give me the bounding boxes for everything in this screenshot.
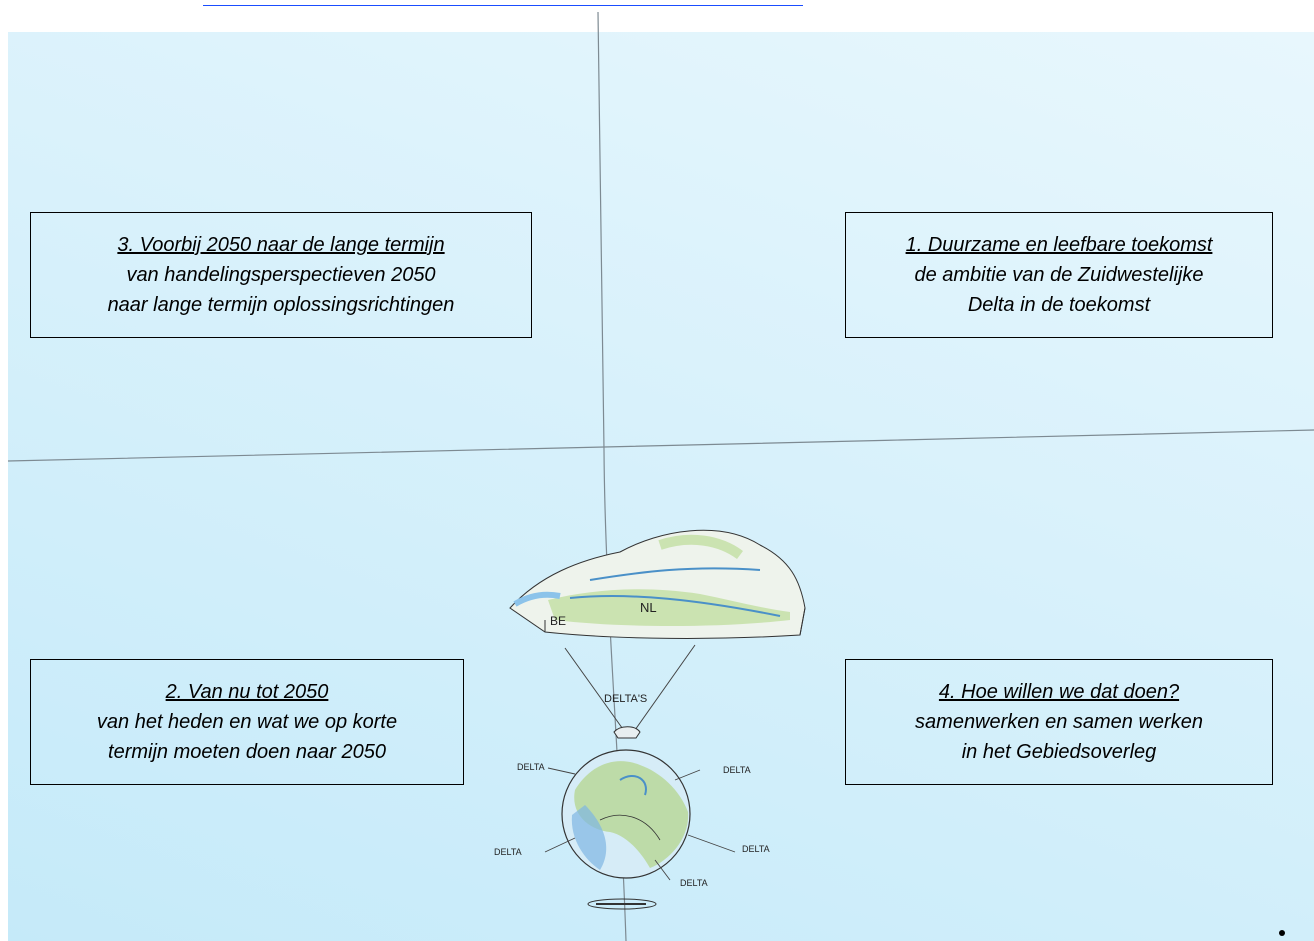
globe-label: DELTA bbox=[494, 847, 522, 857]
globe-label: DELTA bbox=[680, 878, 708, 888]
globe-sketch bbox=[561, 749, 691, 910]
globe-label: DELTA bbox=[517, 762, 545, 772]
section-3-line-2: naar lange termijn oplossingsrichtingen bbox=[107, 294, 455, 316]
horizontal-axis bbox=[7, 429, 1314, 462]
map-label-nl: NL bbox=[640, 600, 657, 615]
section-1-heading: 1. Duurzame en leefbare toekomst bbox=[905, 234, 1213, 256]
corner-dot bbox=[1279, 930, 1285, 936]
globe-labels: DELTA DELTA DELTA DELTA DELTA bbox=[494, 762, 770, 888]
section-2-heading: 2. Van nu tot 2050 bbox=[165, 681, 329, 703]
section-2-line-2: termijn moeten doen naar 2050 bbox=[108, 741, 386, 763]
section-4-heading: 4. Hoe willen we dat doen? bbox=[938, 681, 1180, 703]
section-3-box: 3. Voorbij 2050 naar de lange termijn va… bbox=[30, 212, 532, 338]
map-label-be: BE bbox=[550, 614, 566, 628]
section-4-line-2: in het Gebiedsoverleg bbox=[961, 741, 1157, 763]
globe-label: DELTA bbox=[723, 765, 751, 775]
globe-label: DELTA bbox=[742, 844, 770, 854]
section-4-box: 4. Hoe willen we dat doen? samenwerken e… bbox=[845, 659, 1273, 785]
section-1-box: 1. Duurzame en leefbare toekomst de ambi… bbox=[845, 212, 1273, 338]
section-4-line-1: samenwerken en samen werken bbox=[915, 711, 1203, 733]
deltas-label: DELTA'S bbox=[604, 693, 647, 705]
top-link-underline[interactable] bbox=[203, 0, 803, 6]
section-2-box: 2. Van nu tot 2050 van het heden en wat … bbox=[30, 659, 464, 785]
section-2-line-1: van het heden en wat we op korte bbox=[96, 711, 398, 733]
section-3-heading: 3. Voorbij 2050 naar de lange termijn bbox=[117, 234, 445, 256]
section-1-line-2: Delta in de toekomst bbox=[967, 294, 1151, 316]
delta-map-sketch bbox=[509, 529, 806, 639]
projection-lines bbox=[564, 644, 696, 733]
section-3-line-1: van handelingsperspectieven 2050 bbox=[126, 264, 436, 286]
section-1-line-1: de ambitie van de Zuidwestelijke bbox=[914, 264, 1204, 286]
globe-pointer-lines bbox=[544, 767, 736, 881]
